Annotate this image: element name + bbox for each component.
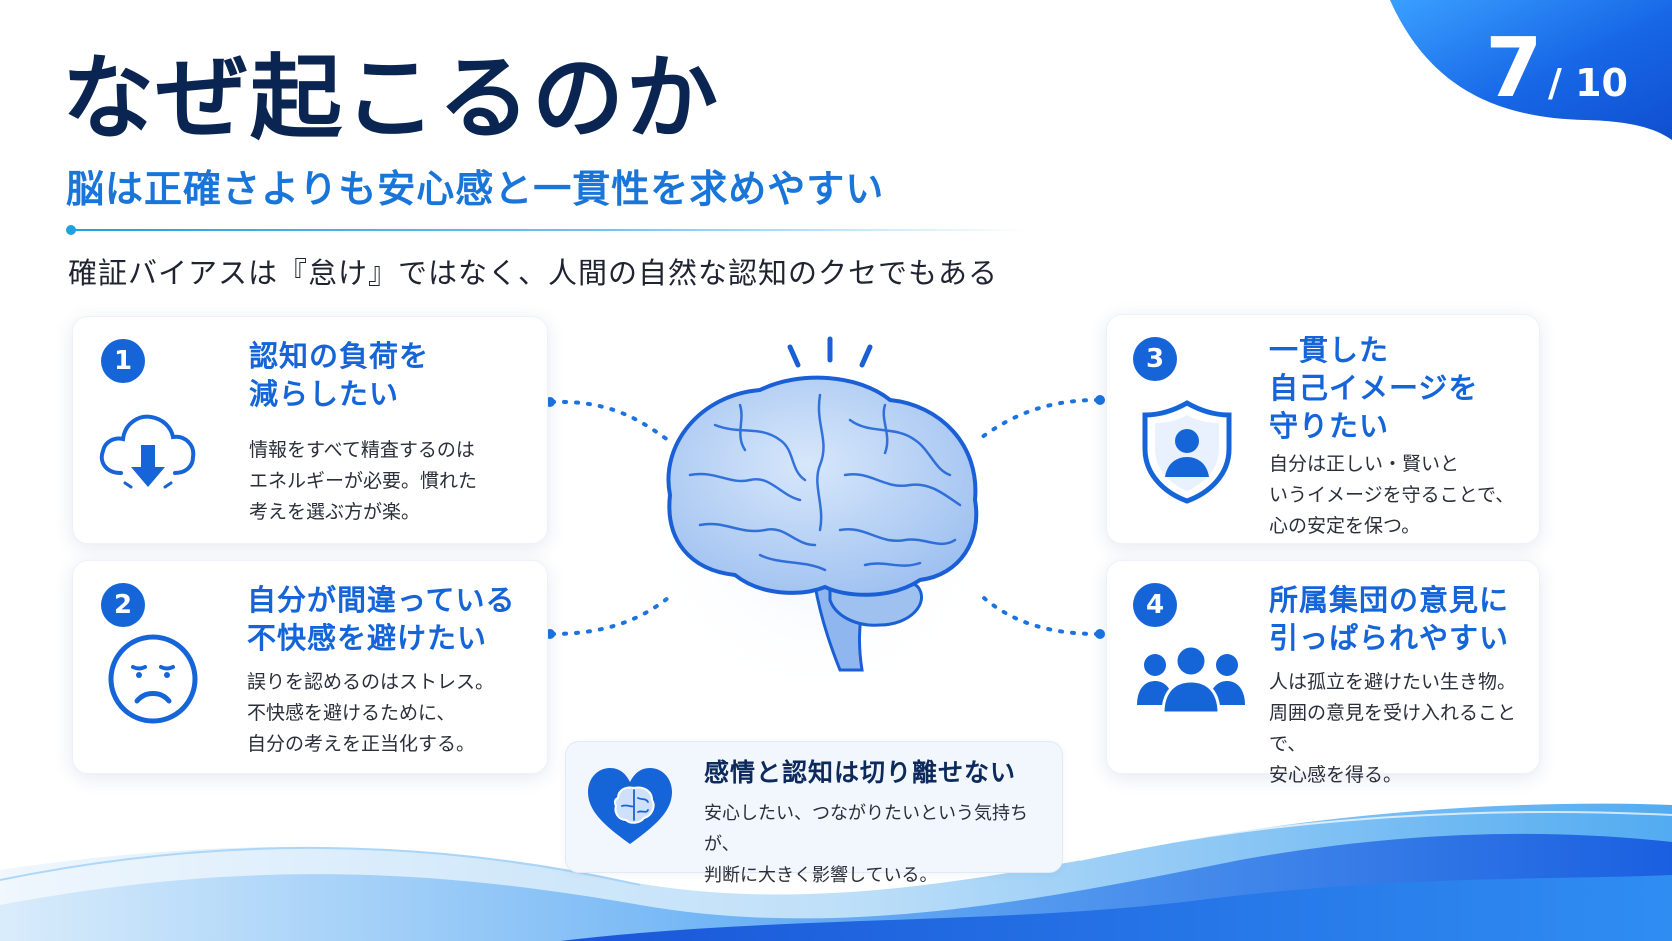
page-total: / 10 <box>1548 61 1628 105</box>
reason-card-1: 1 認知の負荷を 減らしたい 情報をすべて精査するのは エネルギーが必要。慣れた… <box>72 316 548 544</box>
emotion-body: 安心したい、つながりたいという気持ちが、 判断に大きく影響している。 <box>704 803 1028 886</box>
card-title: 認知の負荷を 減らしたい <box>249 339 430 411</box>
divider-dot <box>66 225 76 235</box>
card-number-badge: 4 <box>1133 583 1177 627</box>
reason-card-3: 3 一貫した 自己イメージを 守りたい 自分は正しい・賢いと いうイメージを守る… <box>1106 314 1540 544</box>
card-title: 所属集団の意見に 引っぱられやすい <box>1269 583 1510 655</box>
reason-card-2: 2 自分が間違っている 不快感を避けたい 誤りを認めるのはストレス。 不快感を避… <box>72 560 548 774</box>
card-title: 一貫した 自己イメージを 守りたい <box>1269 333 1479 443</box>
card-body: 人は孤立を避けたい生き物。 周囲の意見を受け入れることで、 安心感を得る。 <box>1269 671 1517 786</box>
reason-card-4: 4 所属集団の意見に 引っぱられやすい 人は孤立を避けたい生き物。 周囲の意見を… <box>1106 560 1540 786</box>
brain-illustration <box>640 336 1000 705</box>
card-body: 自分は正しい・賢いと いうイメージを守ることで、 心の安定を保つ。 <box>1269 453 1515 537</box>
group-icon <box>1137 644 1245 715</box>
divider-line <box>68 229 1028 231</box>
cloud-download-icon <box>99 414 196 489</box>
card-number-badge: 3 <box>1133 337 1177 381</box>
page-number: 7 / 10 <box>1485 24 1628 114</box>
card-number-badge: 1 <box>101 339 145 383</box>
lead-text: 確証バイアスは『怠け』ではなく、人間の自然な認知のクセでもある <box>68 256 999 290</box>
emotion-title: 感情と認知は切り離せない <box>704 758 1017 787</box>
card-number-badge: 2 <box>101 583 145 627</box>
heart-brain-icon <box>588 768 672 844</box>
sad-face-icon <box>108 634 198 724</box>
emotion-callout: 感情と認知は切り離せない 安心したい、つながりたいという気持ちが、 判断に大きく… <box>565 741 1063 886</box>
card-title: 自分が間違っている 不快感を避けたい <box>247 583 516 655</box>
card-body: 情報をすべて精査するのは エネルギーが必要。慣れた 考えを選ぶ方が楽。 <box>249 439 478 523</box>
slide-title: なぜ起こるのか <box>62 45 721 152</box>
shield-user-icon <box>1142 400 1232 504</box>
slide-subtitle: 脳は正確さよりも安心感と一貫性を求めやすい <box>66 167 885 211</box>
page-current: 7 <box>1485 21 1543 116</box>
card-body: 誤りを認めるのはストレス。 不快感を避けるために、 自分の考えを正当化する。 <box>247 671 495 755</box>
